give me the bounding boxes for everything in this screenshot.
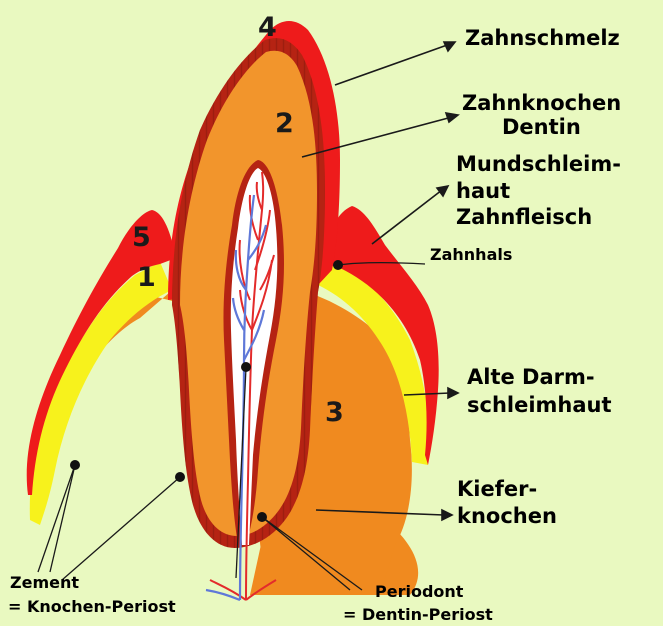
label-kiefer-1: Kiefer-	[457, 478, 537, 501]
label-mundschleim-2: haut	[456, 180, 510, 203]
region-number-3: 3	[325, 397, 344, 428]
label-periodont: Periodont	[375, 583, 463, 601]
label-mundschleim-1: Mundschleim-	[456, 153, 621, 176]
label-kiefer-2: knochen	[457, 505, 557, 528]
region-number-2: 2	[275, 108, 294, 139]
label-dentin-periost: = Dentin-Periost	[343, 606, 493, 624]
label-dentin: Dentin	[502, 116, 581, 139]
label-zahnschmelz: Zahnschmelz	[465, 27, 620, 50]
label-zahnfleisch: Zahnfleisch	[456, 206, 592, 229]
label-zahnknochen: Zahnknochen	[462, 92, 621, 115]
label-alte-darm-1: Alte Darm-	[467, 366, 595, 389]
label-zahnhals: Zahnhals	[430, 246, 512, 264]
label-zement: Zement	[10, 574, 79, 592]
region-number-5: 5	[132, 222, 151, 253]
region-number-1: 1	[137, 262, 156, 293]
label-knochen-periost: = Knochen-Periost	[8, 598, 176, 616]
label-alte-darm-2: schleimhaut	[467, 394, 612, 417]
region-number-4: 4	[258, 12, 277, 43]
